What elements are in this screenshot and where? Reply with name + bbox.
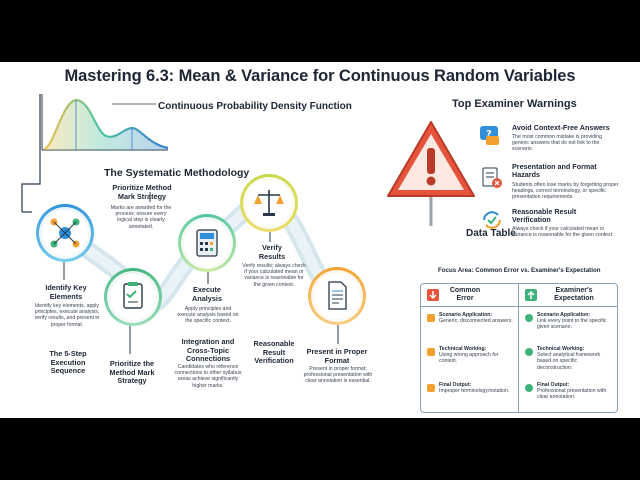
table-row: Scenario Application:Link every point to… — [537, 312, 613, 331]
top-strategy-desc: Marks are awarded for the process; ensur… — [110, 205, 172, 230]
table-row: Scenario Application:Generic, disconnect… — [439, 312, 515, 324]
warning-triangle-icon — [387, 121, 475, 226]
step5-label: Present in Proper Format — [306, 347, 368, 365]
warning2-text: Students often lose marks by forgetting … — [512, 182, 619, 201]
err2-title: Technical Working: — [439, 346, 487, 352]
step2-label: Prioritize the Method Mark Strategy — [109, 359, 155, 385]
network-icon — [50, 218, 80, 248]
svg-text:?: ? — [486, 129, 492, 140]
table-row: Final Output:Improper terminology/notati… — [439, 382, 515, 394]
warning-small-icon — [427, 384, 435, 392]
integration-label: Integration and Cross-Topic Connections — [181, 337, 235, 363]
warning-small-icon — [427, 314, 435, 322]
exp3-text: Professional presentation with clear ann… — [537, 388, 607, 401]
warning3-text: Always check if your calculated mean or … — [512, 226, 614, 239]
page-title: Mastering 6.3: Mean & Variance for Conti… — [64, 67, 576, 85]
step4-circle — [246, 180, 292, 226]
err3-title: Final Output: — [439, 382, 472, 388]
warning-small-icon — [427, 348, 435, 356]
step1-label: Identify Key Elements — [45, 283, 87, 301]
err2-text: Using wrong approach for context. — [439, 352, 499, 365]
check-small-icon — [525, 384, 533, 392]
document-icon — [328, 281, 347, 310]
table-header-line — [421, 306, 617, 307]
question-chat-icon: ? — [480, 126, 499, 145]
pdf-label: Continuous Probability Density Function — [158, 101, 352, 112]
clipboard-icon — [123, 282, 143, 309]
exp3-title: Final Output: — [537, 382, 570, 388]
exp2-title: Technical Working: — [537, 346, 585, 352]
err1-text: Generic, disconnected answers. — [439, 318, 513, 325]
col-expect-header: Examiner's Expectation — [554, 287, 594, 302]
infographic-panel: Mastering 6.3: Mean & Variance for Conti… — [0, 62, 640, 418]
pdf-curve-chart — [41, 94, 169, 151]
scales-icon — [254, 190, 284, 216]
methodology-title: The Systematic Methodology — [104, 167, 250, 179]
warning3-title: Reasonable Result Verification — [512, 207, 577, 224]
step4-label: Verify Results — [258, 243, 286, 261]
reasonable-label: Reasonable Result Verification — [253, 339, 295, 365]
check-small-icon — [525, 348, 533, 356]
data-table-title: Data Table — [466, 228, 516, 239]
integration-desc: Candidates who reference connections to … — [174, 364, 242, 389]
step1-desc: Identify key elements, apply principles,… — [34, 303, 100, 328]
step5-desc: Present in proper format; professional p… — [303, 366, 373, 385]
step3-desc: Apply principles and execute analysis ba… — [177, 306, 239, 325]
sequence-label: The 5-Step Execution Sequence — [49, 349, 87, 375]
warning1-title: Avoid Context-Free Answers — [512, 123, 610, 132]
exp1-text: Link every point to the specific given s… — [537, 318, 607, 331]
check-small-icon — [525, 314, 533, 322]
warning2-title: Presentation and Format Hazards — [512, 162, 597, 179]
calculator-icon — [196, 229, 218, 257]
step3-label: Execute Analysis — [191, 285, 222, 303]
data-table-focus: Focus Area: Common Error vs. Examiner's … — [438, 267, 601, 274]
warning1-text: The most common mistake is providing gen… — [512, 134, 602, 153]
exp1-title: Scenario Application: — [537, 312, 591, 318]
table-row: Technical Working:Select analytical fram… — [537, 346, 613, 371]
arrow-down-icon — [427, 289, 439, 301]
refresh-check-icon — [482, 211, 502, 229]
err3-text: Improper terminology/notation. — [439, 388, 510, 395]
table-row: Final Output:Professional presentation w… — [537, 382, 613, 401]
arrow-up-icon — [525, 289, 537, 301]
err1-title: Scenario Application: — [439, 312, 493, 318]
step4-desc: Verify results; always check if your cal… — [242, 263, 306, 288]
comparison-table: Common Error Examiner's Expectation Scen… — [420, 283, 618, 413]
col-error-header: Common Error — [449, 287, 481, 302]
step3-circle — [184, 220, 230, 266]
table-row: Technical Working:Using wrong approach f… — [439, 346, 515, 365]
warnings-title: Top Examiner Warnings — [452, 98, 577, 110]
document-error-icon — [482, 167, 502, 188]
step1-circle — [42, 210, 88, 256]
table-divider — [518, 284, 519, 412]
exp2-text: Select analytical framework based on spe… — [537, 352, 601, 371]
step5-circle — [314, 273, 360, 319]
step2-circle — [110, 274, 156, 320]
top-strategy-label: Prioritize Method Mark Strategy — [112, 183, 172, 201]
